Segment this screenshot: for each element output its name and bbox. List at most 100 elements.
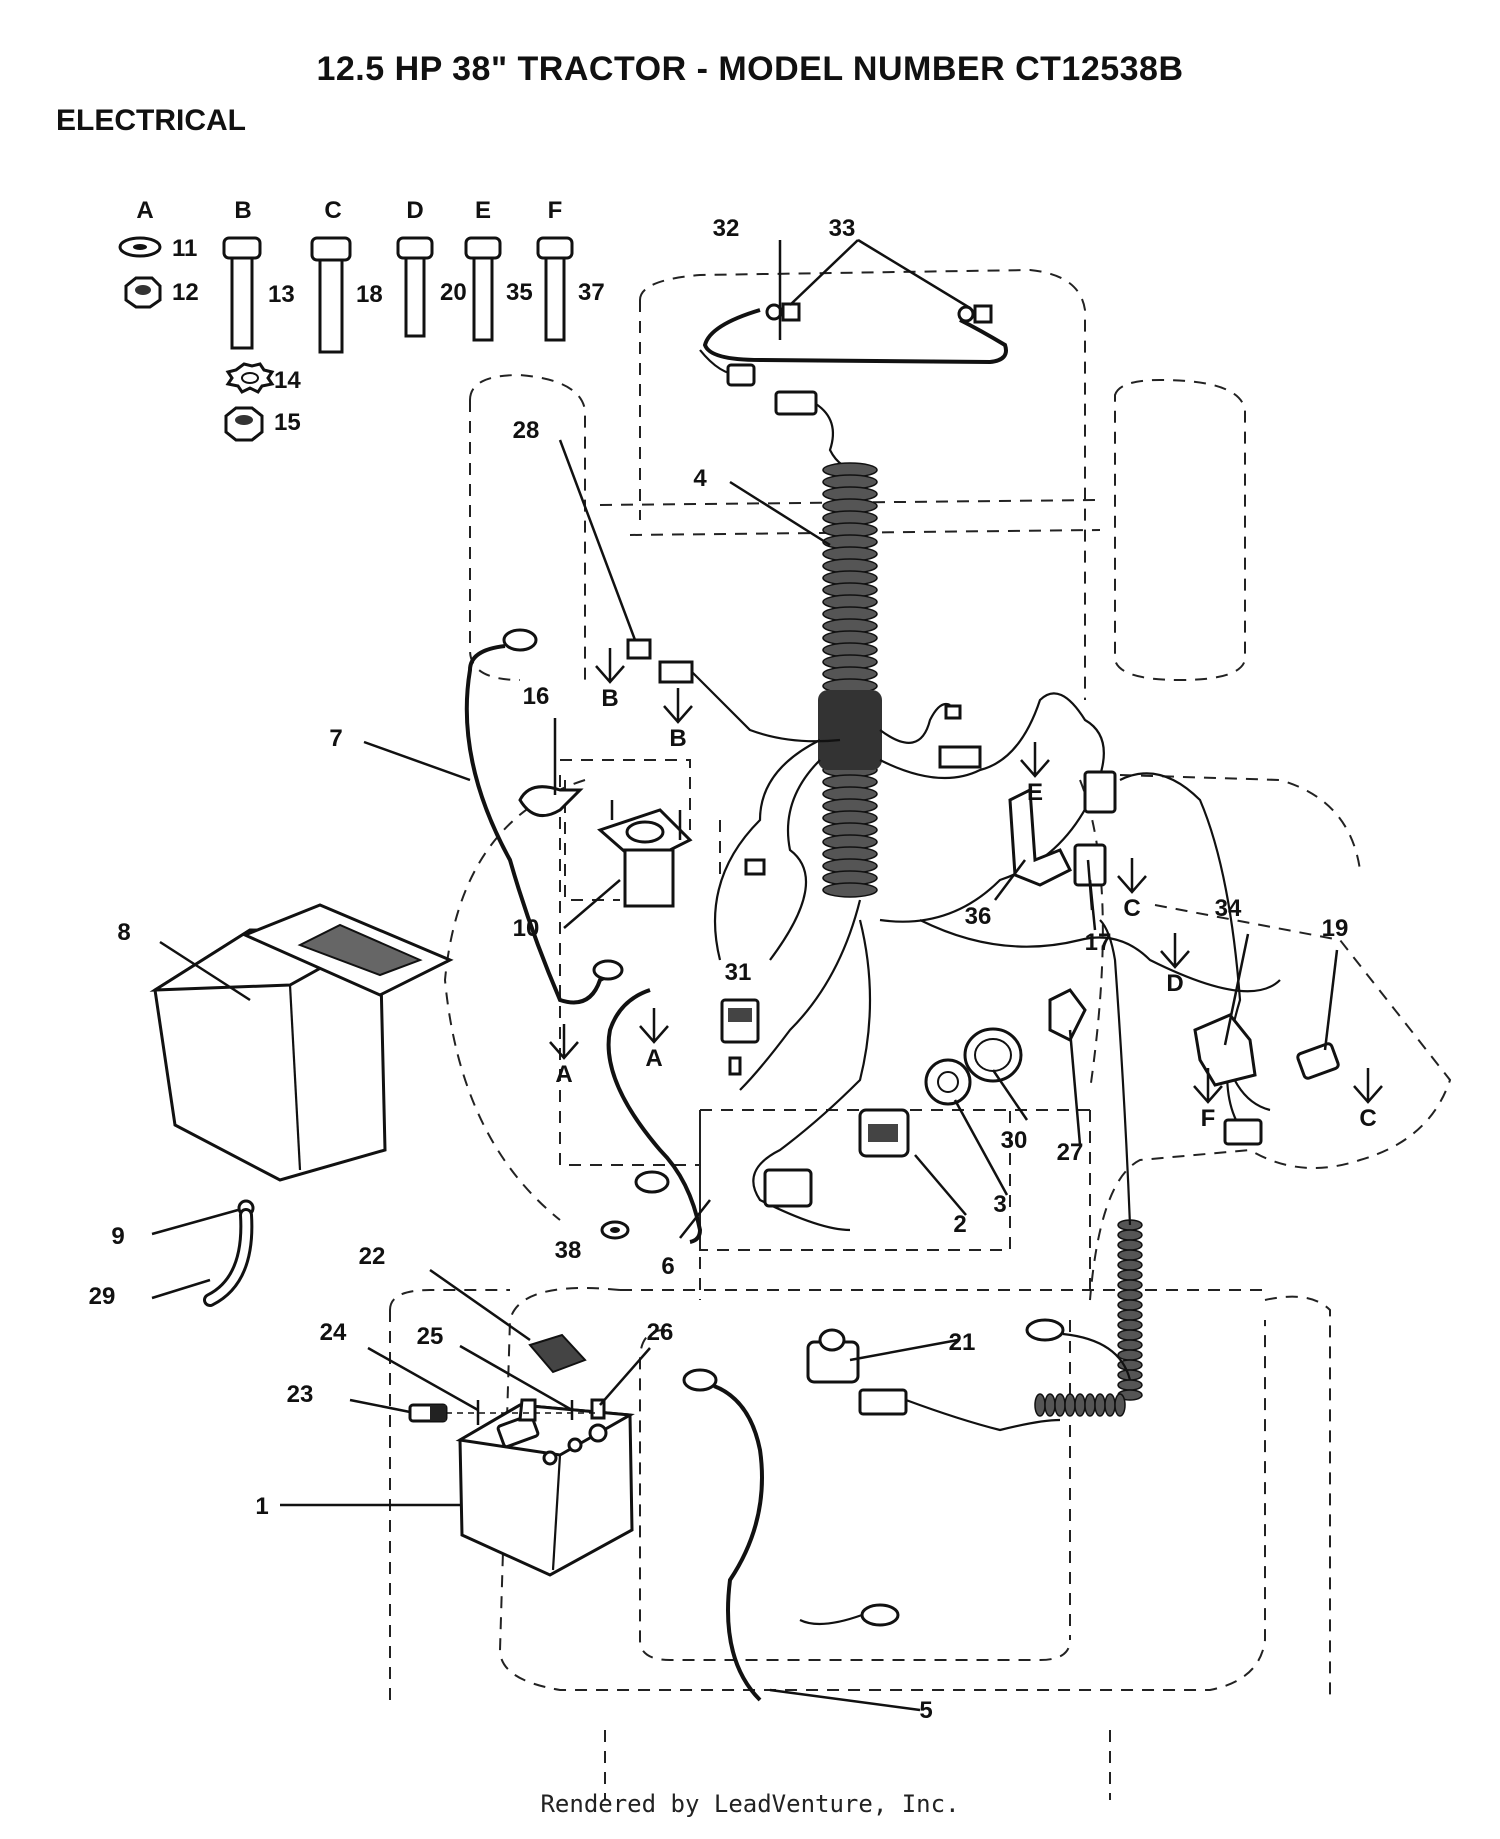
rear-coil-ring [1117,1279,1143,1291]
hardware-column-A: A [136,197,153,224]
washer-38-hole [610,1227,620,1233]
branch-left-2 [769,759,821,961]
hardware-part-20: 20 [440,279,467,306]
callout-6: 6 [661,1253,674,1280]
footer-credit: Rendered by LeadVenture, Inc. [540,1790,960,1818]
callout-21: 21 [949,1329,976,1356]
connector-right-2 [944,704,962,720]
ignition-parts [763,1027,1023,1208]
rear-coil-ring [1034,1393,1046,1417]
headlight-bulb-right [957,305,975,323]
seat-switch-21-plunger [818,1328,846,1352]
rear-coil-ring [1117,1239,1143,1251]
headlight-harness [699,302,1008,472]
callout-34: 34 [1215,895,1242,922]
rear-coil-ring [1117,1339,1143,1351]
fuse-holder-28 [626,638,841,743]
rear-coil-ring [1117,1269,1143,1281]
callout-9: 9 [111,1223,124,1250]
cable-5-wire [713,1384,764,1702]
reference-letter-C: C [1359,1105,1376,1132]
seat-switch-plug [858,1388,908,1416]
bolt-13-head [222,236,262,260]
hardware-part-37: 37 [578,279,605,306]
reference-marker-arrow [1353,1068,1383,1104]
rear-coil-ring [1117,1349,1143,1361]
main-coil-ring [822,882,878,898]
rear-coil-ring [1114,1393,1126,1417]
reference-marker-E-8: E [1020,742,1050,806]
harness-plug-large [774,390,818,416]
lock-nut-15-hole [235,415,253,425]
callout-8: 8 [117,919,130,946]
ignition-nut-3-hole [937,1071,959,1093]
bolt-18-shank [318,258,344,354]
page-title: 12.5 HP 38" TRACTOR - MODEL NUMBER CT125… [316,50,1184,88]
callout-2: 2 [953,1211,966,1238]
rear-coil-ring [1117,1329,1143,1341]
section-heading: ELECTRICAL [56,104,246,137]
rear-coil-ring [1117,1229,1143,1241]
reference-marker-arrow [549,1024,579,1060]
rear-coil-ring [1117,1319,1143,1331]
flat-washer-11-hole [133,244,147,250]
cable-7-terminal-bottom [592,959,624,981]
callout-1: 1 [255,1493,268,1520]
reference-letter-A: A [645,1045,662,1072]
solenoid-top [625,820,665,844]
rear-coil-ring [1074,1393,1086,1417]
rear-coil-ring [1117,1299,1143,1311]
hardware-part-35: 35 [506,279,533,306]
callout-3: 3 [993,1191,1006,1218]
battery-cap [496,1413,540,1449]
rear-coil-ring [1117,1289,1143,1301]
callout-38: 38 [555,1237,582,1264]
callout-30: 30 [1001,1127,1028,1154]
callout-25: 25 [417,1323,444,1350]
main-harness-coil [818,462,882,898]
switch-bracket-36 [1008,770,1117,887]
rear-coil-ring [1117,1309,1143,1321]
star-washer-14-hole [241,372,259,384]
headlight-socket-left [781,302,801,322]
battery-edge [551,1454,562,1571]
hardware-part-12: 12 [172,279,199,306]
callout-24: 24 [320,1319,347,1346]
reference-letter-F: F [1201,1105,1216,1132]
callout-10: 10 [513,915,540,942]
hardware-part-18: 18 [356,281,383,308]
rear-coil [1034,919,1143,1417]
screw-20-head [396,236,434,260]
cable-7 [464,644,611,1005]
reference-marker-C-5: C [1117,858,1147,922]
hardware-column-B: B [234,197,251,224]
cable-5-branch [799,1613,863,1626]
battery-1 [408,1333,635,1577]
harness-branches [713,692,1281,1232]
drain-tube-29-inner [206,1211,251,1304]
relay-27 [1048,988,1087,1043]
hardware-column-D: D [406,197,423,224]
battery-box-edge [288,984,302,1171]
seat-switch-21 [806,1318,1132,1432]
callout-4: 4 [693,465,707,492]
connector-small-left [744,858,766,876]
rear-coil-ring [1044,1393,1056,1417]
ignition-plug [763,1168,813,1208]
callout-22: 22 [359,1243,386,1270]
callout-5: 5 [919,1697,932,1724]
reference-marker-arrow [1193,1068,1223,1104]
bolt-18-head [310,236,352,262]
battery-post-clamp [518,1398,537,1422]
switch-19 [1296,1042,1340,1080]
callout-leaders [151,238,1339,1712]
screw-37-head [536,236,574,260]
ground-cables [464,628,703,1244]
starter-solenoid-10 [518,785,693,908]
fuse-wire [691,671,841,743]
callout-32: 32 [713,215,740,242]
cable-7-terminal-top [502,628,538,652]
